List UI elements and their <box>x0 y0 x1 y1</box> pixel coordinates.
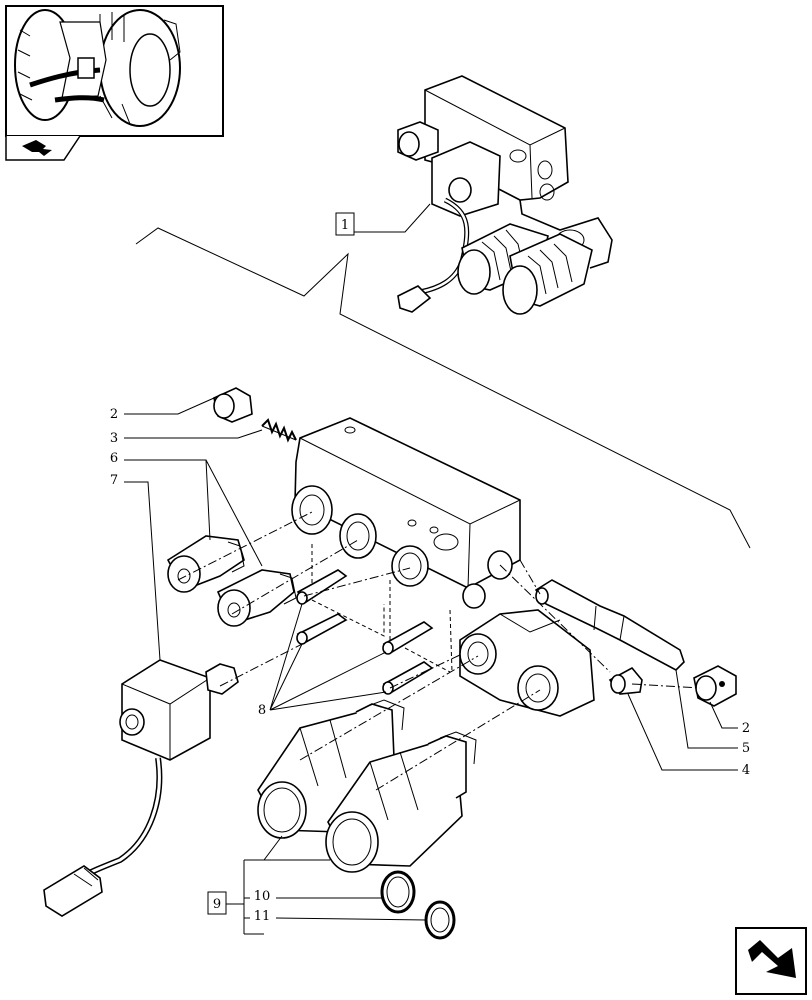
pin-8c <box>382 621 434 655</box>
callout-5[interactable]: 5 <box>675 669 750 756</box>
plug-2-right <box>693 665 737 707</box>
shaft-5 <box>534 579 685 671</box>
fitting-6-upper <box>166 535 245 593</box>
callout-6-label: 6 <box>110 451 118 466</box>
seal-11 <box>424 900 456 940</box>
callout-5-label: 5 <box>742 741 750 756</box>
assembly-center-lines <box>177 511 701 791</box>
callout-9-label: 9 <box>213 897 221 912</box>
pin-8b <box>296 613 348 645</box>
section-leader-line <box>135 227 751 549</box>
callout-9[interactable]: 9 <box>207 835 330 935</box>
next-page-arrow-icon[interactable] <box>735 927 807 995</box>
callout-3[interactable]: 3 <box>110 429 263 446</box>
callout-1[interactable]: 1 <box>335 203 431 236</box>
callout-2-right[interactable]: 2 <box>709 701 750 736</box>
callout-1-label: 1 <box>341 218 349 233</box>
fitting-6-lower <box>216 569 297 627</box>
seat-4 <box>608 666 643 695</box>
callout-6[interactable]: 6 <box>110 451 263 567</box>
spring-3 <box>261 418 297 443</box>
callout-10[interactable]: 10 <box>244 889 382 904</box>
callout-2-left-label: 2 <box>110 407 118 422</box>
valve-assembly-top <box>397 75 613 315</box>
callout-4-label: 4 <box>742 763 750 778</box>
callout-8-label: 8 <box>258 703 266 718</box>
solenoid-7 <box>43 659 239 917</box>
callout-11-label: 11 <box>254 909 271 924</box>
valve-block <box>291 417 595 717</box>
callout-2-left[interactable]: 2 <box>110 397 215 422</box>
callout-11[interactable]: 11 <box>244 909 427 924</box>
callout-4[interactable]: 4 <box>627 693 750 778</box>
pin-8d <box>382 661 434 695</box>
seal-10 <box>380 870 416 914</box>
callout-2-right-label: 2 <box>742 721 750 736</box>
callout-3-label: 3 <box>110 431 118 446</box>
callout-7[interactable]: 7 <box>110 473 161 661</box>
callout-8[interactable]: 8 <box>258 603 387 718</box>
view-direction-icon <box>5 135 81 161</box>
coupler-right <box>325 731 477 873</box>
plug-2-left <box>213 387 253 423</box>
callout-10-label: 10 <box>254 889 271 904</box>
callout-7-label: 7 <box>110 473 118 488</box>
tractor-location-thumbnail[interactable] <box>5 5 224 137</box>
